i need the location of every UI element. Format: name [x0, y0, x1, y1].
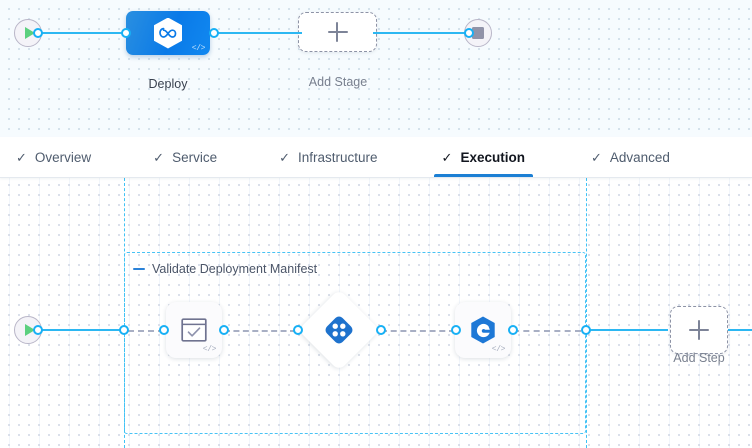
check-icon: ✓	[16, 149, 27, 165]
step-node-rolling-deployment[interactable]: </>	[455, 302, 511, 358]
tab-overview-label: Overview	[34, 149, 92, 165]
tab-overview[interactable]: ✓ Overview	[16, 137, 91, 177]
exec-dryrun-in-port[interactable]	[159, 325, 169, 335]
exec-connector-group-dryrun	[128, 330, 164, 332]
exec-rolling-out-port[interactable]	[508, 325, 518, 335]
code-tag-icon: </>	[202, 345, 217, 354]
tab-execution-label: Execution	[460, 149, 525, 165]
exec-connector-addstep-right	[728, 328, 752, 332]
exec-approve-out-port[interactable]	[376, 325, 386, 335]
plus-icon	[689, 320, 709, 340]
exec-group-in-port[interactable]	[119, 325, 129, 335]
tab-execution[interactable]: ✓ Execution	[433, 137, 534, 177]
add-step-button[interactable]	[670, 306, 728, 354]
step-node-dry-run[interactable]: </>	[166, 302, 222, 358]
exec-connector-dryrun-approve	[224, 330, 296, 332]
tab-service-label: Service	[172, 149, 218, 165]
play-triangle-icon	[24, 27, 35, 39]
exec-rolling-in-port[interactable]	[451, 325, 461, 335]
tab-infrastructure[interactable]: ✓ Infrastructure	[279, 137, 377, 177]
stage-connector-addstage-end	[373, 31, 469, 35]
stage-end-port[interactable]	[464, 28, 474, 38]
exec-connector-start-group	[38, 328, 124, 332]
code-tag-icon: </>	[191, 44, 206, 53]
stage-label-deploy: Deploy	[148, 77, 188, 91]
exec-connector-group-addstep	[586, 328, 668, 332]
stage-node-deploy[interactable]: </>	[126, 11, 210, 55]
exec-guide-line-left	[124, 178, 125, 448]
rolling-deployment-hexagon-icon	[471, 316, 495, 344]
minus-icon[interactable]	[133, 267, 145, 271]
stage-canvas[interactable]: </> Deploy Add Stage	[0, 0, 752, 137]
stop-square-icon	[472, 27, 484, 39]
infinity-glyph	[159, 27, 177, 38]
step-group-title: Validate Deployment Manifest	[152, 262, 318, 276]
stage-start-port[interactable]	[33, 28, 43, 38]
check-icon: ✓	[441, 149, 453, 165]
exec-guide-line-right	[586, 178, 587, 448]
play-triangle-icon	[24, 324, 35, 336]
exec-group-out-port[interactable]	[581, 325, 591, 335]
stage-connector-start-deploy	[38, 31, 130, 35]
harness-approval-diamond-icon	[325, 316, 353, 344]
exec-start-port[interactable]	[33, 325, 43, 335]
exec-connector-approve-rolling	[381, 330, 455, 332]
stage-connector-deploy-addstage	[214, 31, 302, 35]
code-tag-icon: </>	[491, 345, 506, 354]
add-stage-label: Add Stage	[308, 75, 368, 89]
tab-advanced[interactable]: ✓ Advanced	[591, 137, 670, 177]
add-step-label: Add Step	[673, 351, 725, 365]
check-icon: ✓	[279, 149, 290, 165]
execution-canvas[interactable]: Validate Deployment Manifest </> Dry Run	[0, 178, 752, 448]
plus-icon	[327, 22, 348, 42]
step-group-header[interactable]: Validate Deployment Manifest	[133, 262, 317, 276]
exec-approve-in-port[interactable]	[293, 325, 303, 335]
stage-deploy-out-port[interactable]	[209, 28, 219, 38]
stage-deploy-in-port[interactable]	[121, 28, 131, 38]
stage-tabbar: ✓ Overview ✓ Service ✓ Infrastructure ✓ …	[0, 137, 752, 178]
window-check-icon	[181, 318, 207, 342]
tab-infrastructure-label: Infrastructure	[298, 149, 378, 165]
exec-dryrun-out-port[interactable]	[219, 325, 229, 335]
check-icon: ✓	[590, 149, 602, 165]
exec-connector-rolling-groupout	[513, 330, 581, 332]
step-node-approve-harness-iconwrap	[310, 301, 368, 359]
tab-service[interactable]: ✓ Service	[153, 137, 217, 177]
add-stage-button[interactable]	[298, 12, 377, 52]
harness-infinity-hexagon-icon	[154, 17, 182, 49]
check-icon: ✓	[153, 149, 165, 165]
tab-advanced-label: Advanced	[609, 149, 670, 165]
